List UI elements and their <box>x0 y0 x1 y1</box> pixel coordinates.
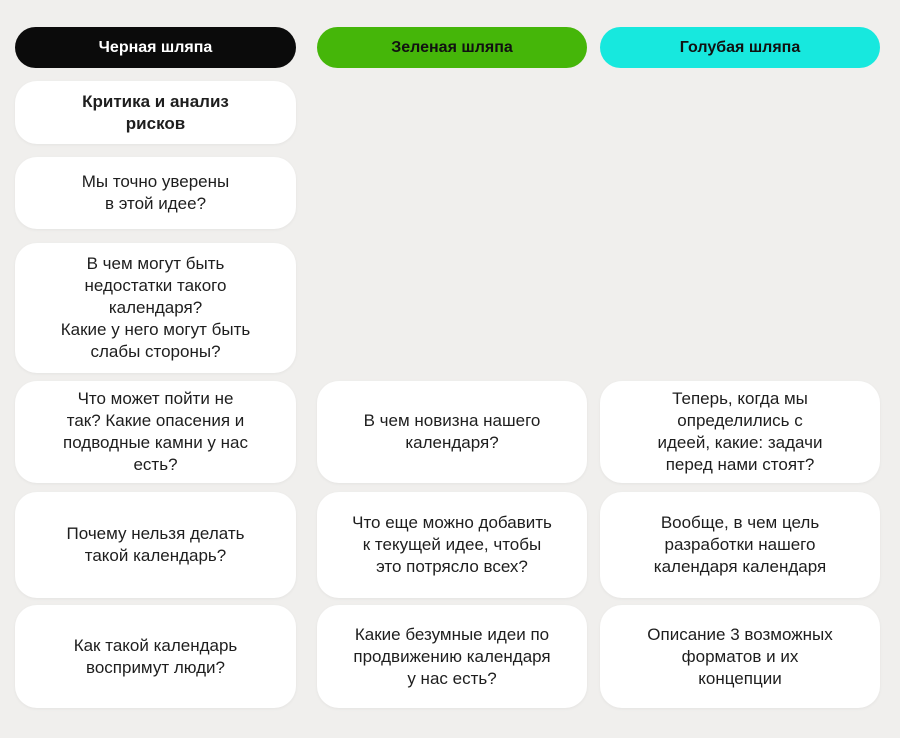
sticky-note-blue-hat-1[interactable]: Теперь, когда мы определились с идеей, к… <box>600 381 880 483</box>
sticky-note-green-hat-1[interactable]: В чем новизна нашего календаря? <box>317 381 587 483</box>
sticky-note-text: Что может пойти не так? Какие опасения и… <box>63 389 248 474</box>
column-header-green-hat[interactable]: Зеленая шляпа <box>317 27 587 68</box>
sticky-note-black-hat-1[interactable]: Мы точно уверены в этой идее? <box>15 157 296 229</box>
sticky-note-text: Какие безумные идеи по продвижению кален… <box>353 624 551 688</box>
sticky-note-blue-hat-2[interactable]: Вообще, в чем цель разработки нашего кал… <box>600 492 880 598</box>
sticky-note-green-hat-2[interactable]: Что еще можно добавить к текущей идее, ч… <box>317 492 587 598</box>
sticky-note-text: Описание 3 возможных форматов и их конце… <box>647 624 833 688</box>
sticky-note-black-hat-5[interactable]: Как такой календарь воспримут люди? <box>15 605 296 708</box>
sticky-note-text: Мы точно уверены в этой идее? <box>81 172 230 213</box>
sticky-note-blue-hat-3[interactable]: Описание 3 возможных форматов и их конце… <box>600 605 880 708</box>
sticky-note-text: Что еще можно добавить к текущей идее, ч… <box>352 513 552 576</box>
sticky-note-text: Вообще, в чем цель разработки нашего кал… <box>653 513 827 576</box>
sticky-note-text: Как такой календарь воспримут люди? <box>73 635 238 677</box>
sticky-note-black-hat-3[interactable]: Что может пойти не так? Какие опасения и… <box>15 381 296 483</box>
column-header-green-hat-label: Зеленая шляпа <box>391 38 513 56</box>
sticky-note-green-hat-3[interactable]: Какие безумные идеи по продвижению кален… <box>317 605 587 708</box>
sticky-note-text: В чем новизна нашего календаря? <box>363 411 541 452</box>
column-header-black-hat[interactable]: Черная шляпа <box>15 27 296 68</box>
column-header-blue-hat-label: Голубая шляпа <box>679 38 801 56</box>
column-header-blue-hat[interactable]: Голубая шляпа <box>600 27 880 68</box>
sticky-note-black-hat-2[interactable]: В чем могут быть недостатки такого кален… <box>15 243 296 373</box>
sticky-note-text: Критика и анализ рисков <box>82 91 229 133</box>
sticky-note-black-hat-title[interactable]: Критика и анализ рисков <box>15 81 296 144</box>
column-header-black-hat-label: Черная шляпа <box>98 38 213 56</box>
sticky-note-black-hat-4[interactable]: Почему нельзя делать такой календарь? <box>15 492 296 598</box>
sticky-note-text: В чем могут быть недостатки такого кален… <box>60 254 251 361</box>
sticky-note-text: Теперь, когда мы определились с идеей, к… <box>657 389 823 474</box>
sticky-note-text: Почему нельзя делать такой календарь? <box>66 524 245 565</box>
